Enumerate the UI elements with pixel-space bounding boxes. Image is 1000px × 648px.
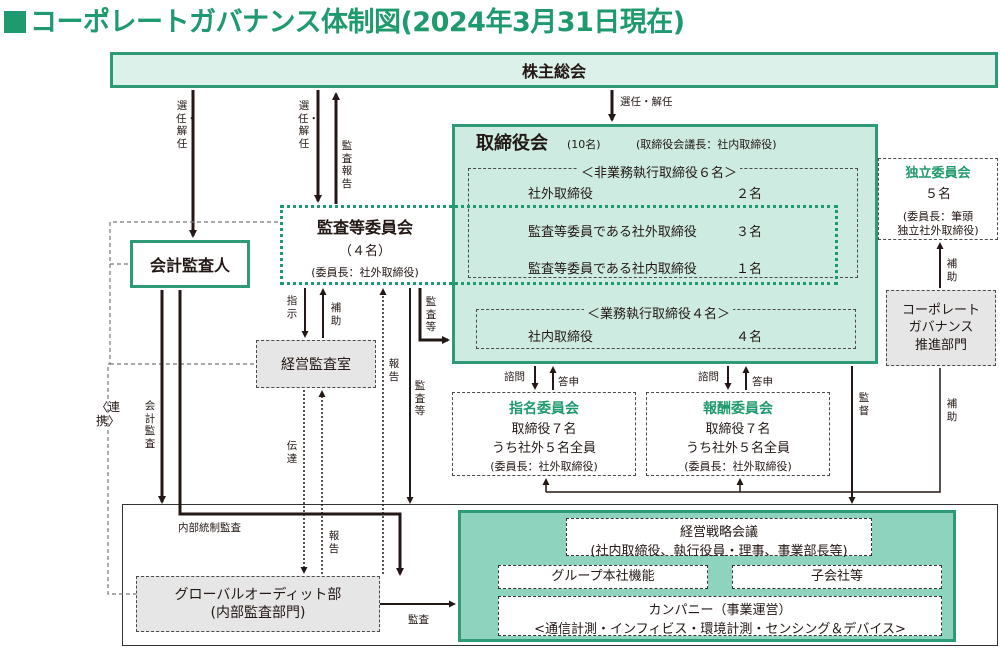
global-audit-line1: グローバルオーディット部 bbox=[174, 586, 342, 603]
label-answer-nomination: 答申 bbox=[558, 376, 579, 388]
board-count: (10名) bbox=[567, 138, 601, 151]
subsidiaries-box: 子会社等 bbox=[732, 565, 942, 589]
nomination-committee-box bbox=[452, 392, 636, 476]
label-instruct: 指示 bbox=[286, 295, 298, 320]
label-accounting-audit: 会計監査 bbox=[144, 400, 156, 450]
independent-committee-title: 独立委員会 bbox=[905, 166, 971, 181]
shareholders-meeting-box: 株主総会 bbox=[110, 52, 998, 88]
independent-committee-box bbox=[878, 158, 998, 240]
assist-committees-line bbox=[546, 368, 941, 493]
management-audit-office-label: 経営監査室 bbox=[281, 357, 351, 373]
label-convey: 伝達 bbox=[286, 440, 298, 465]
label-assist-committees: 補助 bbox=[946, 398, 958, 423]
global-audit-box: グローバルオーディット部 (内部監査部門) bbox=[136, 576, 380, 632]
label-audit-execution: 監査等 bbox=[414, 380, 426, 418]
accounting-auditor-box: 会計監査人 bbox=[130, 240, 250, 288]
executive-header: ＜業務執行取締役４名＞ bbox=[584, 303, 734, 322]
label-consult-nomination: 諮問 bbox=[504, 371, 525, 383]
label-consult-remuneration: 諮問 bbox=[698, 371, 719, 383]
label-assist-independent: 補助 bbox=[946, 258, 958, 283]
board-row-audit-inside-value: １名 bbox=[736, 262, 763, 277]
label-coordination: 〈連携〉 bbox=[96, 400, 121, 429]
coordination-bracket bbox=[107, 221, 278, 595]
nomination-committee-chair: (委員長：社外取締役) bbox=[490, 460, 598, 473]
independent-committee-chair-1: (委員長：筆頭 bbox=[902, 210, 974, 223]
audit-committee-dotted-outline bbox=[280, 205, 838, 285]
label-elect-board: 選任・解任 bbox=[620, 96, 673, 108]
page-title: コーポレートガバナンス体制図(2024年3月31日現在) bbox=[4, 0, 685, 39]
page-title-text: コーポレートガバナンス体制図(2024年3月31日現在) bbox=[30, 7, 685, 38]
strategy-meeting-members: (社内取締役、執行役員・理事、事業部長等) bbox=[590, 544, 848, 559]
subsidiaries-label: 子会社等 bbox=[810, 569, 863, 584]
board-chair: (取締役会議長：社内取締役) bbox=[636, 138, 777, 151]
strategy-meeting-box: 経営戦略会議 (社内取締役、執行役員・理事、事業部長等) bbox=[566, 518, 872, 559]
label-report-office: 報告 bbox=[328, 530, 340, 555]
audit-committee-count: （４名） bbox=[338, 244, 391, 259]
group-hq-box: グループ本社機能 bbox=[498, 565, 708, 589]
cg-dept-line3: 推進部門 bbox=[914, 337, 967, 353]
label-audit-report: 監査報告 bbox=[341, 140, 353, 190]
remuneration-committee-box bbox=[646, 392, 830, 476]
cg-promotion-dept-box: コーポレート ガバナンス 推進部門 bbox=[886, 290, 996, 366]
remuneration-committee-chair: (委員長：社外取締役) bbox=[684, 460, 792, 473]
label-report-committee: 報告 bbox=[388, 358, 400, 383]
company-title: カンパニー（事業運営） bbox=[648, 603, 792, 618]
board-row-audit-inside-label: 監査等委員である社内取締役 bbox=[528, 262, 697, 277]
audit-committee-title: 監査等委員会 bbox=[316, 218, 413, 237]
label-elect-audit-committee: 選任・解任 bbox=[298, 100, 319, 150]
audit-committee-chair: (委員長：社外取締役) bbox=[311, 266, 419, 279]
label-elect-auditor: 選任・解任 bbox=[176, 100, 197, 150]
label-supervise: 監督 bbox=[858, 392, 870, 417]
nomination-committee-title: 指名委員会 bbox=[509, 401, 579, 417]
nomination-committee-line1: 取締役７名 bbox=[511, 422, 577, 437]
title-square-icon bbox=[4, 11, 26, 33]
board-row-exec-value: ４名 bbox=[736, 330, 763, 345]
label-answer-remuneration: 答申 bbox=[752, 376, 773, 388]
cg-dept-line1: コーポレート bbox=[901, 302, 980, 318]
accounting-auditor-label: 会計監査人 bbox=[149, 256, 230, 275]
internal-control-audit-arrow bbox=[178, 290, 404, 576]
audit-committee-background bbox=[281, 206, 452, 284]
label-assist-committee: 補助 bbox=[330, 302, 342, 327]
board-row-audit-outside-value: ３名 bbox=[736, 225, 763, 240]
non-executive-header: ＜非業務執行取締役６名＞ bbox=[578, 162, 741, 181]
board-row-outside-value: ２名 bbox=[736, 187, 763, 202]
board-row-exec-label: 社内取締役 bbox=[528, 330, 594, 345]
remuneration-committee-line1: 取締役７名 bbox=[705, 422, 771, 437]
execution-frame bbox=[122, 504, 998, 646]
board-row-audit-outside-label: 監査等委員である社外取締役 bbox=[528, 225, 697, 240]
strategy-meeting-title: 経営戦略会議 bbox=[679, 525, 758, 540]
remuneration-committee-title: 報酬委員会 bbox=[703, 401, 773, 417]
independent-committee-chair-2: 独立社外取締役) bbox=[897, 224, 979, 237]
cg-dept-line2: ガバナンス bbox=[908, 320, 974, 336]
remuneration-committee-line2: うち社外５名全員 bbox=[685, 441, 790, 456]
global-audit-line2: (内部監査部門) bbox=[210, 605, 306, 621]
company-divisions: <通信計測・インフィビス・環境計測・センシング＆デバイス> bbox=[534, 622, 906, 637]
label-audit-board: 監査等 bbox=[425, 296, 437, 334]
nomination-committee-line2: うち社外５名全員 bbox=[491, 441, 596, 456]
board-row-outside-label: 社外取締役 bbox=[528, 187, 594, 202]
audit-board-arrow bbox=[418, 288, 450, 344]
board-title: 取締役会 bbox=[476, 133, 548, 154]
company-box: カンパニー（事業運営） <通信計測・インフィビス・環境計測・センシング＆デバイス… bbox=[498, 596, 942, 637]
independent-committee-count: ５名 bbox=[924, 187, 951, 202]
label-internal-control-audit: 内部統制監査 bbox=[178, 522, 241, 534]
label-global-audit: 監査 bbox=[408, 614, 429, 626]
shareholders-meeting-label: 株主総会 bbox=[521, 62, 586, 81]
group-hq-label: グループ本社機能 bbox=[551, 569, 655, 584]
management-audit-office-box: 経営監査室 bbox=[256, 340, 376, 388]
